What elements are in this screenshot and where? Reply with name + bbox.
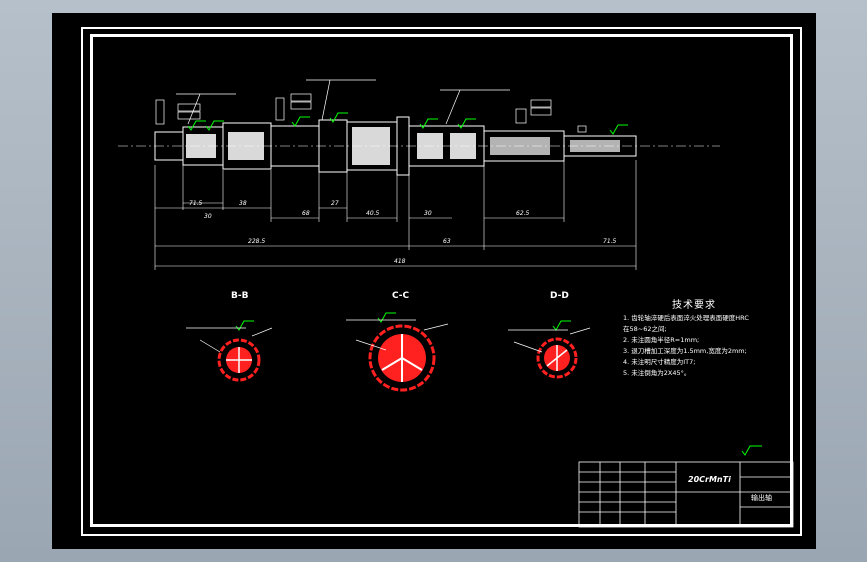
annotation-leaders — [155, 79, 587, 133]
dim-total-left: 228.5 — [248, 238, 265, 245]
section-label-d: D-D — [550, 291, 569, 301]
tech-requirements-title: 技术要求 — [672, 300, 716, 311]
dim-7: 62.5 — [516, 210, 530, 217]
tech-req-1: 1. 齿轮轴淬硬后表面淬火处理表面硬度HRC — [623, 314, 749, 322]
dim-9: 63 — [443, 238, 451, 245]
section-view-c — [346, 319, 449, 392]
tech-req-5: 5. 未注倒角为2X45°。 — [623, 369, 691, 377]
dim-4: 27 — [331, 200, 339, 207]
section-view-d — [508, 327, 591, 379]
title-block — [578, 461, 794, 528]
tech-req-4: 4. 未注明尺寸精度为IT7; — [623, 358, 696, 366]
shaft-keyways — [186, 127, 620, 165]
dim-overall: 418 — [394, 258, 406, 265]
section-view-b — [186, 327, 273, 382]
section-label-c: C-C — [392, 291, 410, 301]
dim-6: 30 — [424, 210, 432, 217]
dimension-lines — [154, 160, 637, 270]
sheet-border-inner — [90, 34, 793, 527]
tech-req-2: 2. 未注圆角半径R=1mm; — [623, 336, 700, 344]
sheet-border-outer — [81, 27, 802, 536]
dim-3: 68 — [302, 210, 310, 217]
dim-8: 30 — [204, 213, 212, 220]
title-material: 20CrMnTi — [688, 475, 731, 484]
drawing-viewport[interactable] — [52, 13, 816, 549]
roughness-symbols — [187, 112, 762, 456]
dim-1: 71.5 — [189, 200, 203, 207]
section-label-b: B-B — [231, 291, 249, 301]
dim-2: 38 — [239, 200, 247, 207]
dim-5: 40.5 — [366, 210, 380, 217]
dim-total-right: 71.5 — [603, 238, 617, 245]
title-part-name: 输出轴 — [751, 493, 772, 502]
tech-req-1b: 在58~62之间; — [623, 325, 667, 333]
tech-req-3: 3. 退刀槽加工深度为1.5mm,宽度为2mm; — [623, 347, 747, 355]
shaft-outline — [154, 116, 637, 176]
